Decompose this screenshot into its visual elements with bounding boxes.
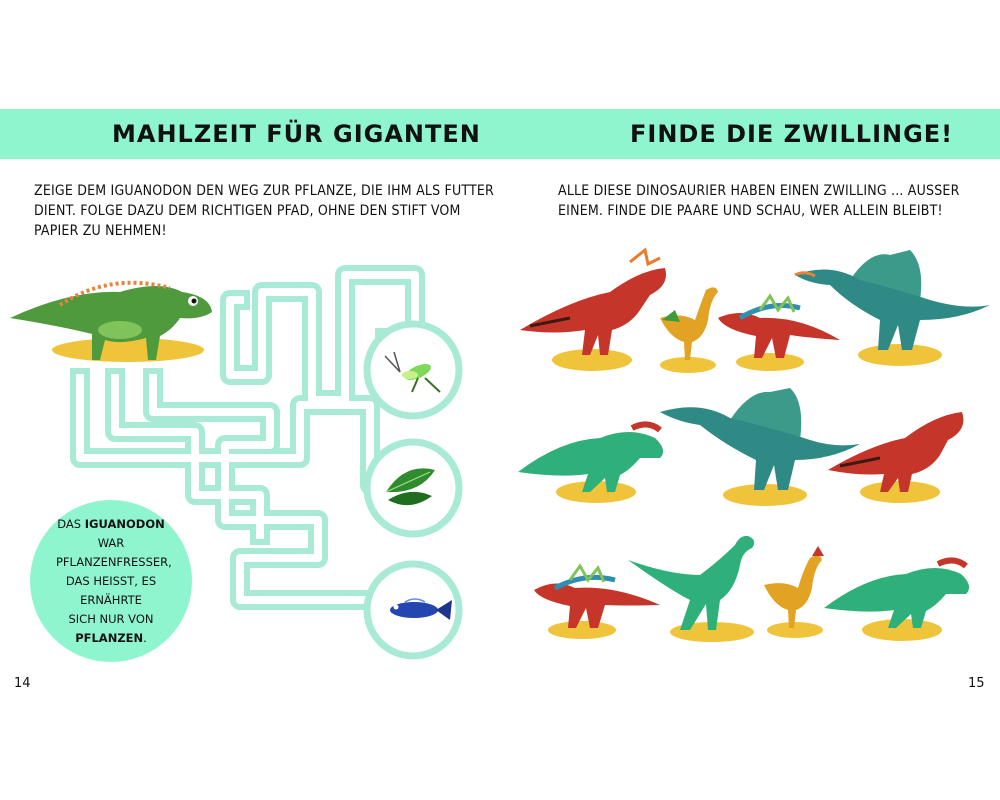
page-number-left: 14	[14, 676, 31, 691]
fact-text-part: DAS HEISST, ES ERNÄHRTE	[65, 573, 157, 607]
maze-target-fish[interactable]	[363, 560, 463, 660]
dino-trex-1[interactable]	[520, 247, 666, 371]
dino-spinosaurus-1[interactable]	[794, 250, 990, 366]
maze-target-insect[interactable]	[363, 320, 463, 420]
fact-text-part: .	[143, 630, 147, 645]
fact-text-part: DAS	[57, 516, 85, 531]
iguanodon-illustration	[10, 280, 212, 362]
instruction-line: ZEIGE DEM IGUANODON DEN WEG ZUR PFLANZE,…	[34, 183, 495, 199]
instruction-line: PAPIER ZU NEHMEN!	[34, 223, 167, 239]
fact-text-bold: PFLANZEN	[75, 630, 144, 645]
page-number-right: 15	[968, 676, 985, 691]
fish-icon	[390, 598, 452, 620]
dino-feathered-2[interactable]	[534, 563, 660, 639]
instruction-line: EINEM. FINDE DIE PAARE UND SCHAU, WER AL…	[558, 203, 943, 219]
dino-feathered-1[interactable]	[718, 293, 840, 371]
fact-text-part: SICH NUR VON	[68, 611, 154, 626]
dino-spinosaurus-2[interactable]	[660, 388, 860, 506]
right-instructions: ALLE DIESE DINOSAURIER HABEN EINEN ZWILL…	[558, 181, 968, 221]
insect-icon	[384, 351, 441, 393]
fact-text-part: WAR PFLANZENFRESSER,	[56, 535, 172, 569]
dino-ornithomimus[interactable]	[628, 535, 755, 642]
dino-small-bird-2[interactable]	[764, 546, 824, 638]
fact-text-bold: IGUANODON	[84, 516, 165, 531]
instruction-line: ALLE DIESE DINOSAURIER HABEN EINEN ZWILL…	[558, 183, 960, 199]
fact-bubble: DAS IGUANODON WAR PFLANZENFRESSER, DAS H…	[30, 500, 192, 662]
instruction-line: DIENT. FOLGE DAZU DEM RICHTIGEN PFAD, OH…	[34, 203, 461, 219]
leaves-icon	[385, 468, 435, 506]
right-page-title: FINDE DIE ZWILLINGE!	[630, 120, 954, 148]
dino-trex-2[interactable]	[828, 412, 964, 503]
dino-small-bird-1[interactable]	[660, 287, 718, 373]
title-banner	[0, 109, 1000, 159]
left-instructions: ZEIGE DEM IGUANODON DEN WEG ZUR PFLANZE,…	[34, 181, 494, 241]
maze-target-leaves[interactable]	[363, 438, 463, 538]
dino-hadrosaur-2[interactable]	[824, 557, 970, 641]
left-page-title: MAHLZEIT FÜR GIGANTEN	[112, 120, 481, 148]
dino-hadrosaur-1[interactable]	[518, 421, 664, 503]
fact-text: DAS IGUANODON WAR PFLANZENFRESSER, DAS H…	[56, 515, 172, 648]
